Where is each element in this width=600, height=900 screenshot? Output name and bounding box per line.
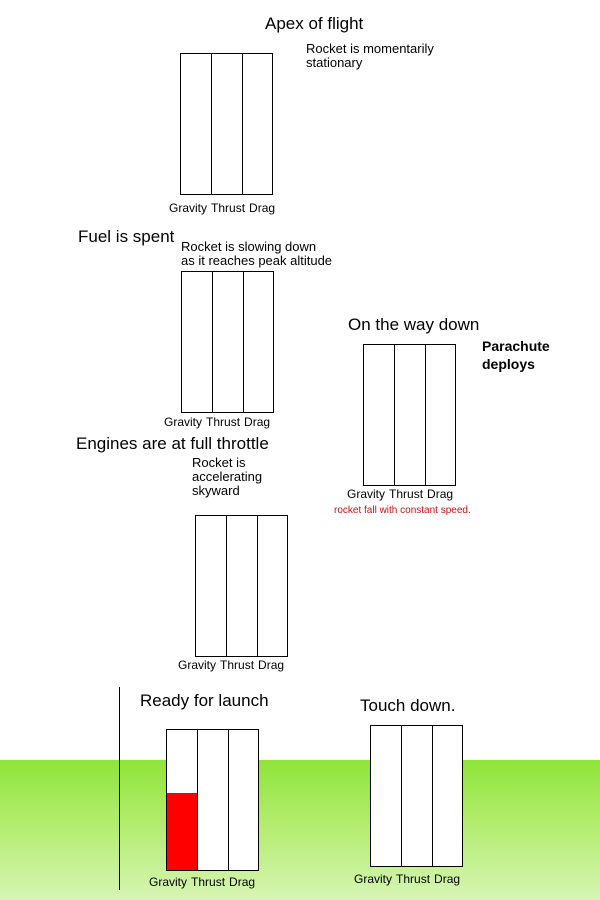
full-throttle-note: Rocket is accelerating skyward xyxy=(192,455,263,498)
drag-label: Drag xyxy=(434,872,461,886)
gravity-column xyxy=(182,272,213,412)
thrust-label: Thrust xyxy=(211,201,246,215)
thrust-column xyxy=(213,272,244,412)
force-chart-full-throttle xyxy=(195,515,288,657)
thrust-column xyxy=(402,726,433,866)
gravity-label: Gravity xyxy=(178,658,217,672)
thrust-label: Thrust xyxy=(389,487,424,501)
drag-label: Drag xyxy=(244,415,271,429)
apex-note: Rocket is momentarily stationary xyxy=(306,41,434,70)
force-chart-fuel-spent xyxy=(181,271,274,413)
thrust-column xyxy=(198,730,229,870)
gravity-label: Gravity xyxy=(347,487,386,501)
gravity-column xyxy=(364,345,395,485)
full-throttle-title: Engines are at full throttle xyxy=(76,434,269,453)
gravity-label: Gravity xyxy=(169,201,208,215)
drag-label: Drag xyxy=(258,658,285,672)
gravity-column xyxy=(181,54,212,194)
gravity-column xyxy=(196,516,227,656)
thrust-column xyxy=(212,54,243,194)
gravity-bar xyxy=(167,793,198,870)
thrust-label: Thrust xyxy=(206,415,241,429)
way-down-title: On the way down xyxy=(348,315,480,334)
gravity-label: Gravity xyxy=(164,415,203,429)
force-chart-touch-down xyxy=(370,725,463,867)
gravity-label: Gravity xyxy=(354,872,393,886)
gravity-column xyxy=(371,726,402,866)
apex-title: Apex of flight xyxy=(265,14,364,33)
touch-down-title: Touch down. xyxy=(360,696,456,715)
thrust-label: Thrust xyxy=(396,872,431,886)
gravity-label: Gravity xyxy=(149,875,188,889)
exhaust-flame-icon xyxy=(130,590,146,670)
ground xyxy=(0,760,600,900)
force-chart-launch xyxy=(166,729,259,871)
fuel-spent-title: Fuel is spent xyxy=(78,227,175,246)
drag-label: Drag xyxy=(229,875,256,889)
constant-speed-note: rocket fall with constant speed. xyxy=(334,505,471,516)
thrust-column xyxy=(395,345,426,485)
launch-title: Ready for launch xyxy=(140,691,269,710)
thrust-label: Thrust xyxy=(191,875,226,889)
force-chart-apex xyxy=(180,53,273,195)
parachute-note: Parachute deploys xyxy=(482,338,550,372)
drag-label: Drag xyxy=(249,201,276,215)
gravity-column xyxy=(167,730,198,870)
launch-rod-icon xyxy=(119,687,120,890)
drag-label: Drag xyxy=(427,487,454,501)
thrust-column xyxy=(227,516,258,656)
fuel-spent-note: Rocket is slowing down as it reaches pea… xyxy=(181,239,333,268)
thrust-label: Thrust xyxy=(220,658,255,672)
